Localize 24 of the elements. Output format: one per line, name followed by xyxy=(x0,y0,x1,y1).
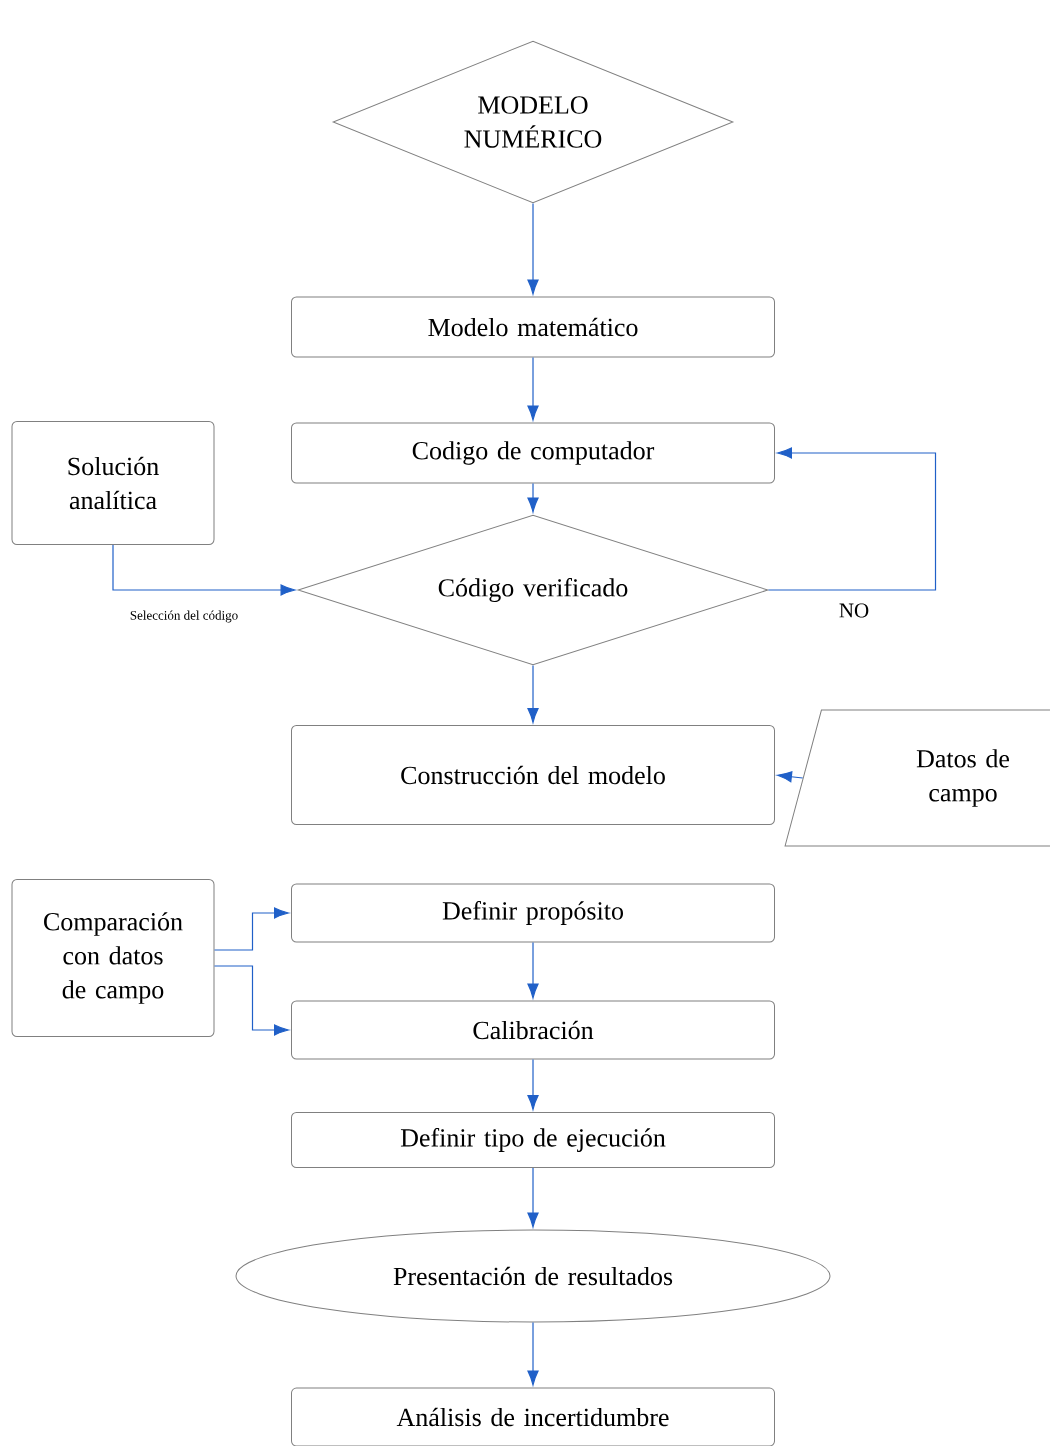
process-box: Definir tipo de ejecución xyxy=(291,1112,775,1168)
arrow xyxy=(527,1058,539,1110)
arrow xyxy=(527,941,539,999)
arrow xyxy=(527,356,539,421)
arrow xyxy=(527,664,539,723)
arrow xyxy=(527,1167,539,1228)
arrow xyxy=(527,482,539,513)
process-box: Comparación con datos de campo xyxy=(11,879,215,1037)
data-parallelogram: Datos de campo xyxy=(784,709,1050,847)
arrow xyxy=(777,771,804,783)
edge-label: NO xyxy=(837,602,871,619)
arrow xyxy=(527,1321,539,1386)
arrow xyxy=(767,447,937,591)
arrow xyxy=(213,907,289,951)
arrow xyxy=(527,202,539,295)
process-box: Análisis de incertidumbre xyxy=(291,1387,775,1446)
process-box: Construcción del modelo xyxy=(291,725,775,825)
arrow xyxy=(213,965,289,1036)
arrow xyxy=(112,544,296,596)
process-box: Modelo matemático xyxy=(291,296,775,358)
process-box: Solución analítica xyxy=(11,421,215,545)
process-box: Calibración xyxy=(291,1000,775,1060)
process-box: Definir propósito xyxy=(291,883,775,943)
process-box: Codigo de computador xyxy=(291,422,775,484)
